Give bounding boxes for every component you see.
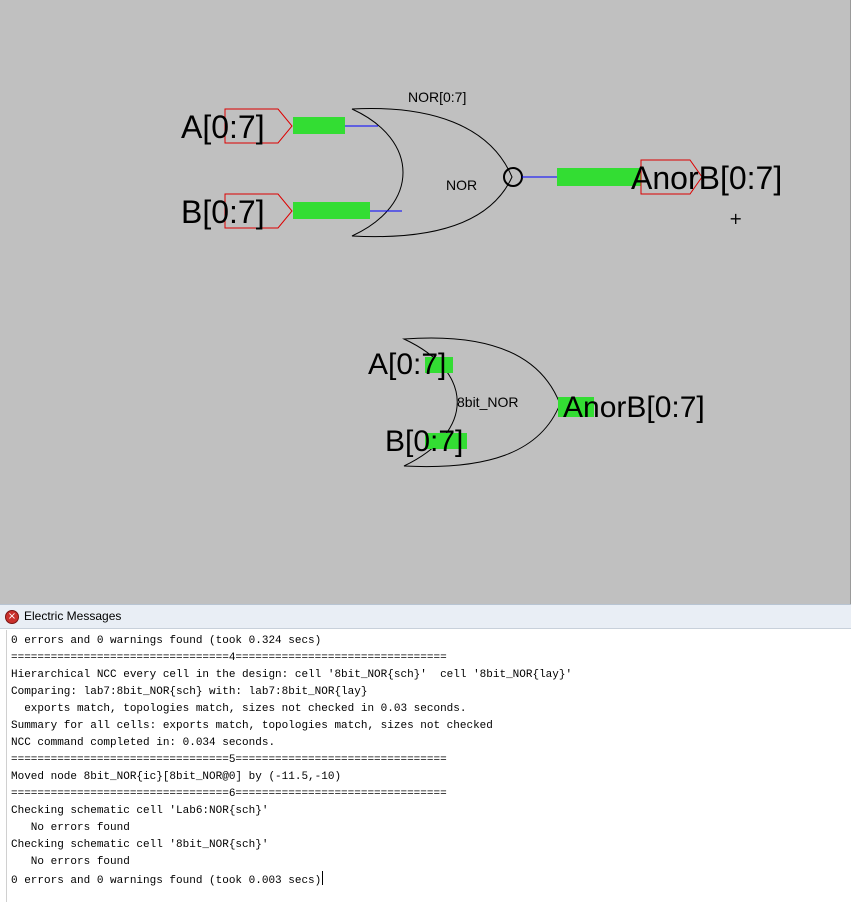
gate-type-label: NOR [446,177,477,193]
icon-port-label-a: A[0:7] [368,348,446,381]
bus-out[interactable] [557,168,641,186]
message-line: =================================5======… [11,754,447,766]
message-line: Comparing: lab7:8bit_NOR{sch} with: lab7… [11,686,368,698]
icon-cell-label: 8bit_NOR [457,394,518,410]
messages-text-area[interactable]: 0 errors and 0 warnings found (took 0.32… [6,630,851,902]
icon-port-label-b: B[0:7] [385,425,463,458]
message-line: NCC command completed in: 0.034 seconds. [11,737,276,749]
message-line: =================================4======… [11,652,447,664]
export-label-a: A[0:7] [181,109,265,145]
messages-window-title: Electric Messages [24,609,122,623]
icon-port-label-out: AnorB[0:7] [563,391,705,424]
nor-gate-schematic[interactable]: A[0:7] B[0:7] AnorB[0:7] NOR[0:7] NOR [181,89,782,238]
icon-instance-8bit-nor[interactable]: A[0:7] B[0:7] AnorB[0:7] 8bit_NOR [368,337,705,468]
bus-a[interactable] [293,117,345,134]
icon-bus-a[interactable] [425,357,453,373]
message-line: No errors found [11,822,130,834]
text-caret [322,871,324,885]
nor-inversion-bubble [503,167,523,187]
gate-instance-name: NOR[0:7] [408,89,466,105]
messages-titlebar[interactable]: × Electric Messages [0,604,851,629]
icon-bus-b[interactable] [425,433,467,449]
message-line: Moved node 8bit_NOR{ic}[8bit_NOR@0] by (… [11,771,342,783]
message-line: 0 errors and 0 warnings found (took 0.00… [11,871,851,888]
message-line: 0 errors and 0 warnings found (took 0.32… [11,635,322,647]
schematic-drawing[interactable]: A[0:7] B[0:7] AnorB[0:7] NOR[0:7] NOR + … [0,0,851,604]
message-line: Hierarchical NCC every cell in the desig… [11,669,573,681]
message-line-text: 0 errors and 0 warnings found (took 0.00… [11,875,322,887]
message-line: Checking schematic cell 'Lab6:NOR{sch}' [11,805,269,817]
message-line: exports match, topologies match, sizes n… [11,703,467,715]
schematic-canvas[interactable]: A[0:7] B[0:7] AnorB[0:7] NOR[0:7] NOR + … [0,0,851,604]
close-icon[interactable]: × [5,610,19,624]
message-line: =================================6======… [11,788,447,800]
icon-gate-body[interactable] [402,337,561,468]
message-line: Summary for all cells: exports match, to… [11,720,493,732]
export-label-b: B[0:7] [181,194,265,230]
bus-b[interactable] [293,202,370,219]
export-pin-a[interactable] [224,108,293,144]
export-pin-out[interactable] [640,159,703,195]
message-line: No errors found [11,856,130,868]
export-label-out: AnorB[0:7] [631,160,782,196]
icon-bus-out[interactable] [558,397,594,417]
messages-window[interactable]: × Electric Messages 0 errors and 0 warni… [0,604,851,902]
export-pin-b[interactable] [224,193,293,229]
nor-gate-body[interactable] [351,108,513,238]
message-line: Checking schematic cell '8bit_NOR{sch}' [11,839,269,851]
crosshair-icon: + [729,209,742,228]
